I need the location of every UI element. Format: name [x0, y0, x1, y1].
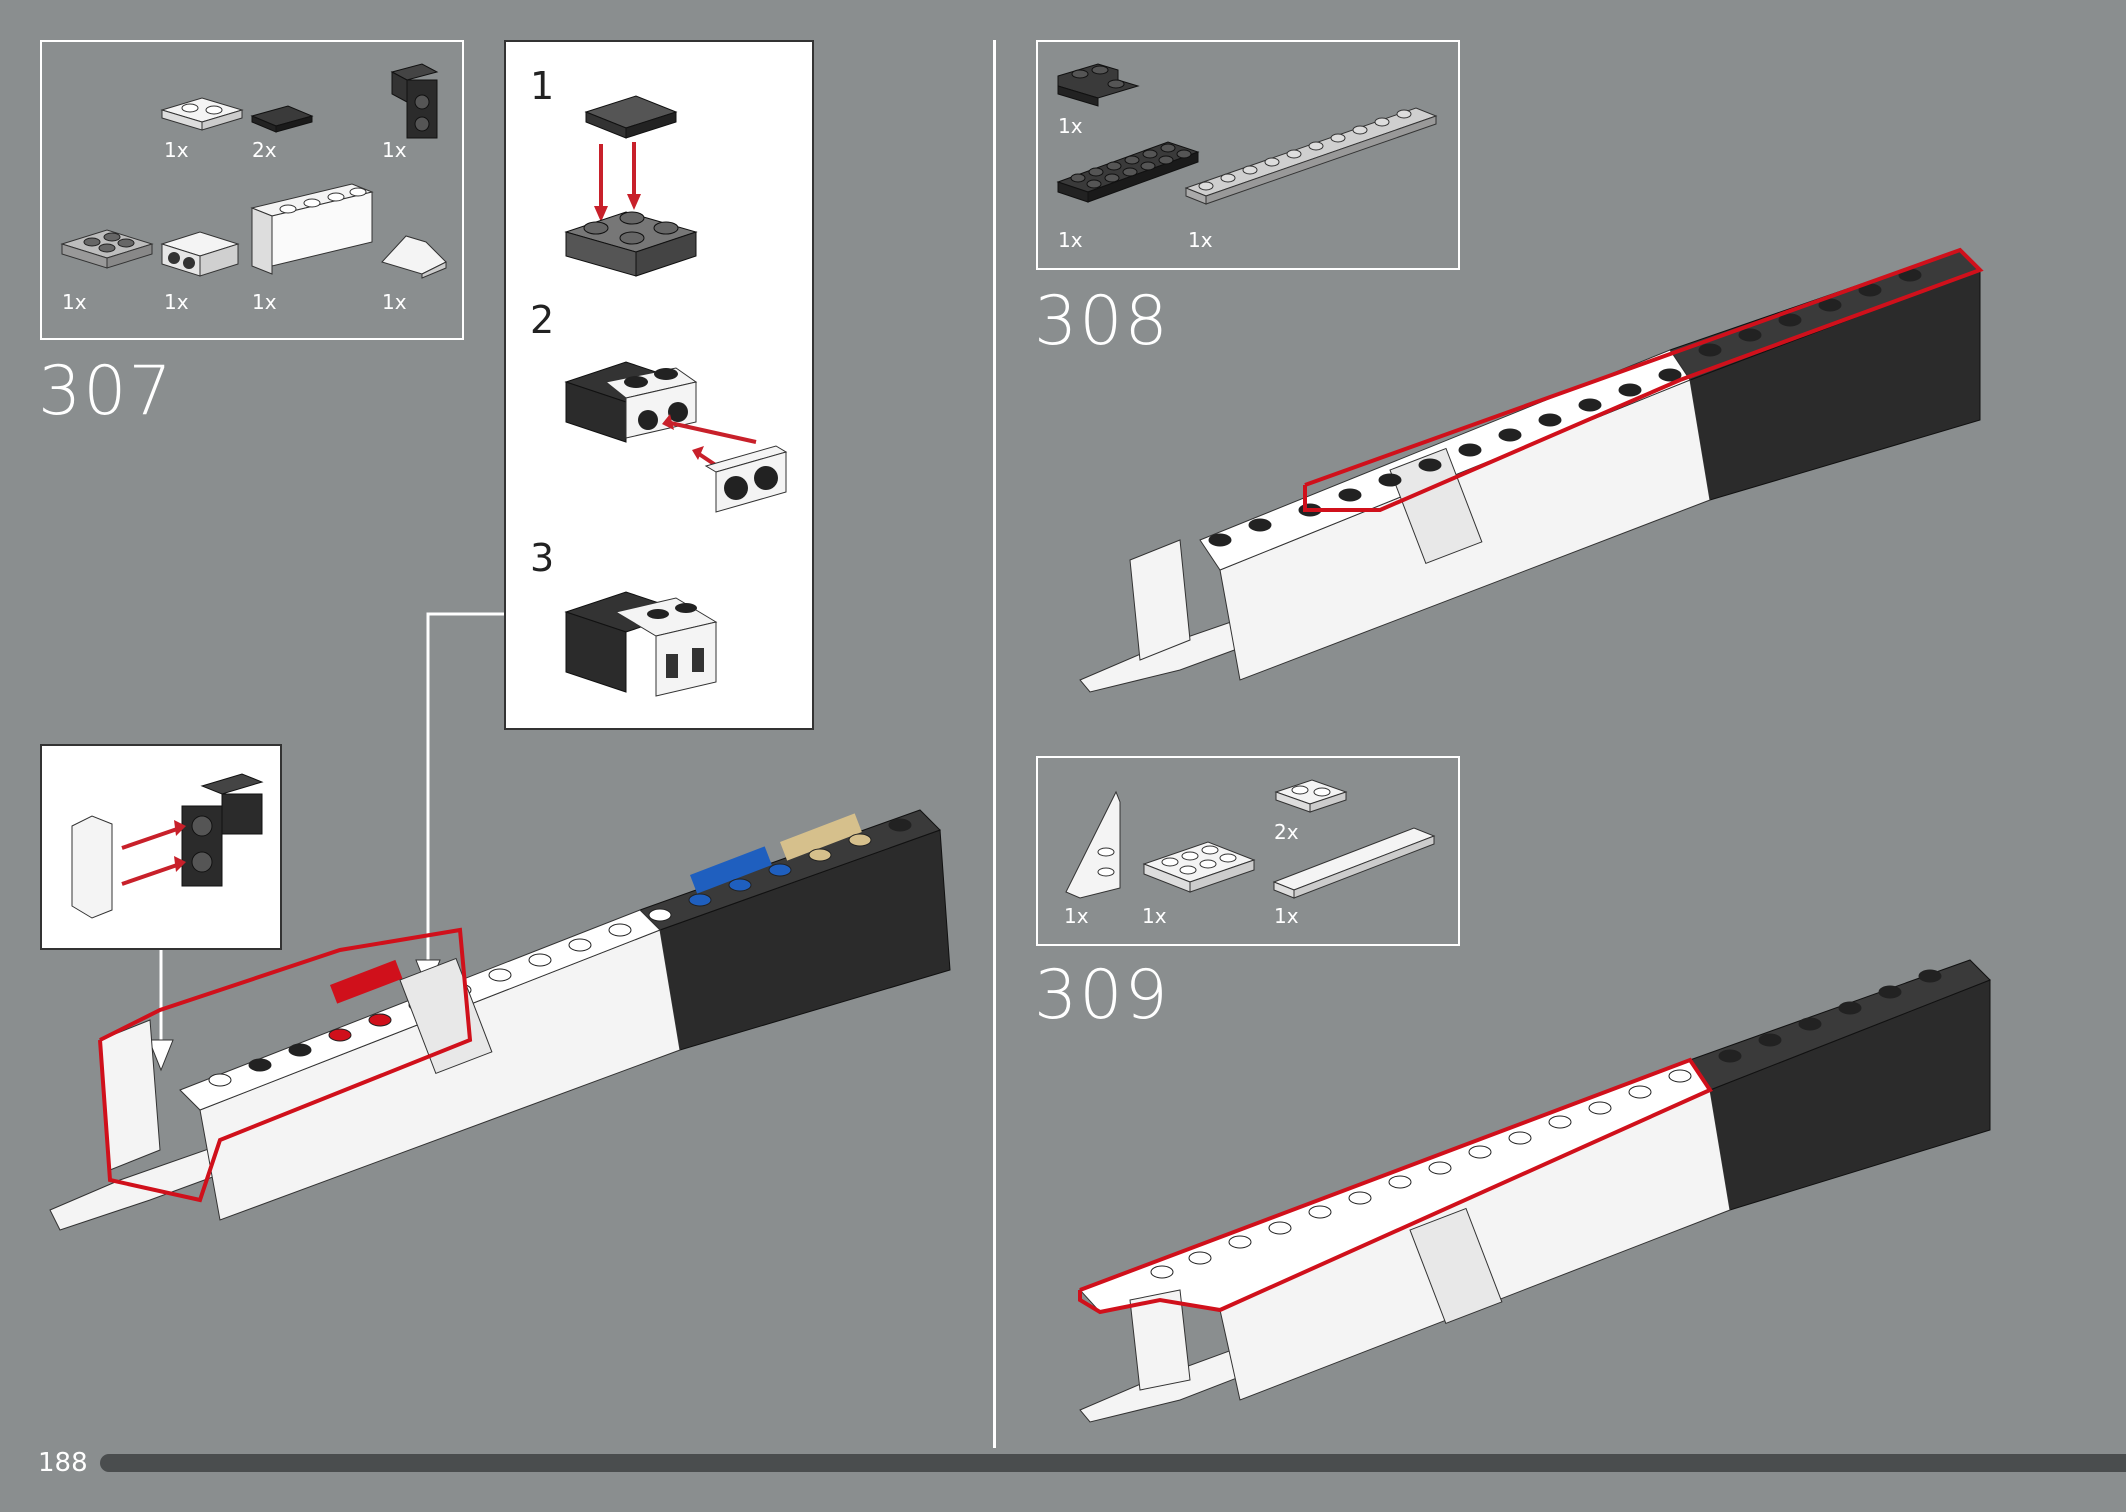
- part-qty: 1x: [164, 290, 189, 314]
- substep-number: 2: [530, 298, 555, 342]
- part-qty: 1x: [1058, 114, 1083, 138]
- page-number: 188: [38, 1448, 88, 1478]
- bracket-callout-illustration: [71, 773, 264, 919]
- part-panel-1x4x2-white: [250, 183, 374, 275]
- part-brick-1x2-studs-side-white: [160, 231, 240, 277]
- sub-assembly-callout: 1 2 3: [504, 40, 814, 730]
- parts-list-309: 1x 1x 2x 1x: [1036, 756, 1460, 946]
- part-qty: 1x: [1142, 904, 1167, 928]
- part-qty: 1x: [382, 138, 407, 162]
- model-step-307: [49, 809, 951, 1231]
- substep-number: 1: [530, 64, 555, 108]
- substep-2-illustration: [564, 361, 788, 513]
- colored-bricks: [330, 813, 862, 1004]
- part-plate-corner-dark: [1057, 63, 1140, 107]
- part-qty: 1x: [382, 290, 407, 314]
- substep-number: 3: [530, 536, 555, 580]
- part-wedge-plate-white: [1065, 790, 1121, 899]
- part-qty: 1x: [252, 290, 277, 314]
- part-qty: 2x: [1274, 820, 1299, 844]
- substep-3-illustration: [564, 591, 718, 697]
- part-qty: 1x: [1188, 228, 1213, 252]
- part-plate-1x2-white: [1274, 779, 1348, 813]
- page-divider: [993, 40, 996, 1448]
- part-plate-1x2-white: [160, 97, 244, 131]
- part-slope-white: [381, 235, 447, 279]
- part-qty: 1x: [164, 138, 189, 162]
- part-plate-2x3-white: [1142, 841, 1256, 893]
- part-bracket-dark: [390, 63, 439, 139]
- parts-list-308: 1x 1x 1x: [1036, 40, 1460, 270]
- part-qty: 1x: [1058, 228, 1083, 252]
- part-tile-1x2-grille-dark: [250, 105, 314, 133]
- step-number-308: 308: [1034, 282, 1170, 361]
- substep-1-illustration: [564, 95, 698, 277]
- part-qty: 2x: [252, 138, 277, 162]
- step-number-307: 307: [38, 352, 174, 431]
- part-plate-2x2-gray: [60, 229, 154, 269]
- part-qty: 1x: [62, 290, 87, 314]
- part-tile-1x6-white: [1272, 827, 1436, 899]
- part-qty: 1x: [1274, 904, 1299, 928]
- part-plate-2x6-dark: [1056, 141, 1200, 203]
- model-step-309: [1078, 959, 1991, 1423]
- parts-list-307: 1x 2x 1x 1x 1x 1x: [40, 40, 464, 340]
- bracket-callout: [40, 744, 282, 950]
- progress-bar: [100, 1454, 2126, 1472]
- step-number-309: 309: [1034, 956, 1170, 1035]
- part-plate-1x10-gray: [1184, 107, 1438, 205]
- model-step-308: [1079, 247, 1984, 693]
- part-qty: 1x: [1064, 904, 1089, 928]
